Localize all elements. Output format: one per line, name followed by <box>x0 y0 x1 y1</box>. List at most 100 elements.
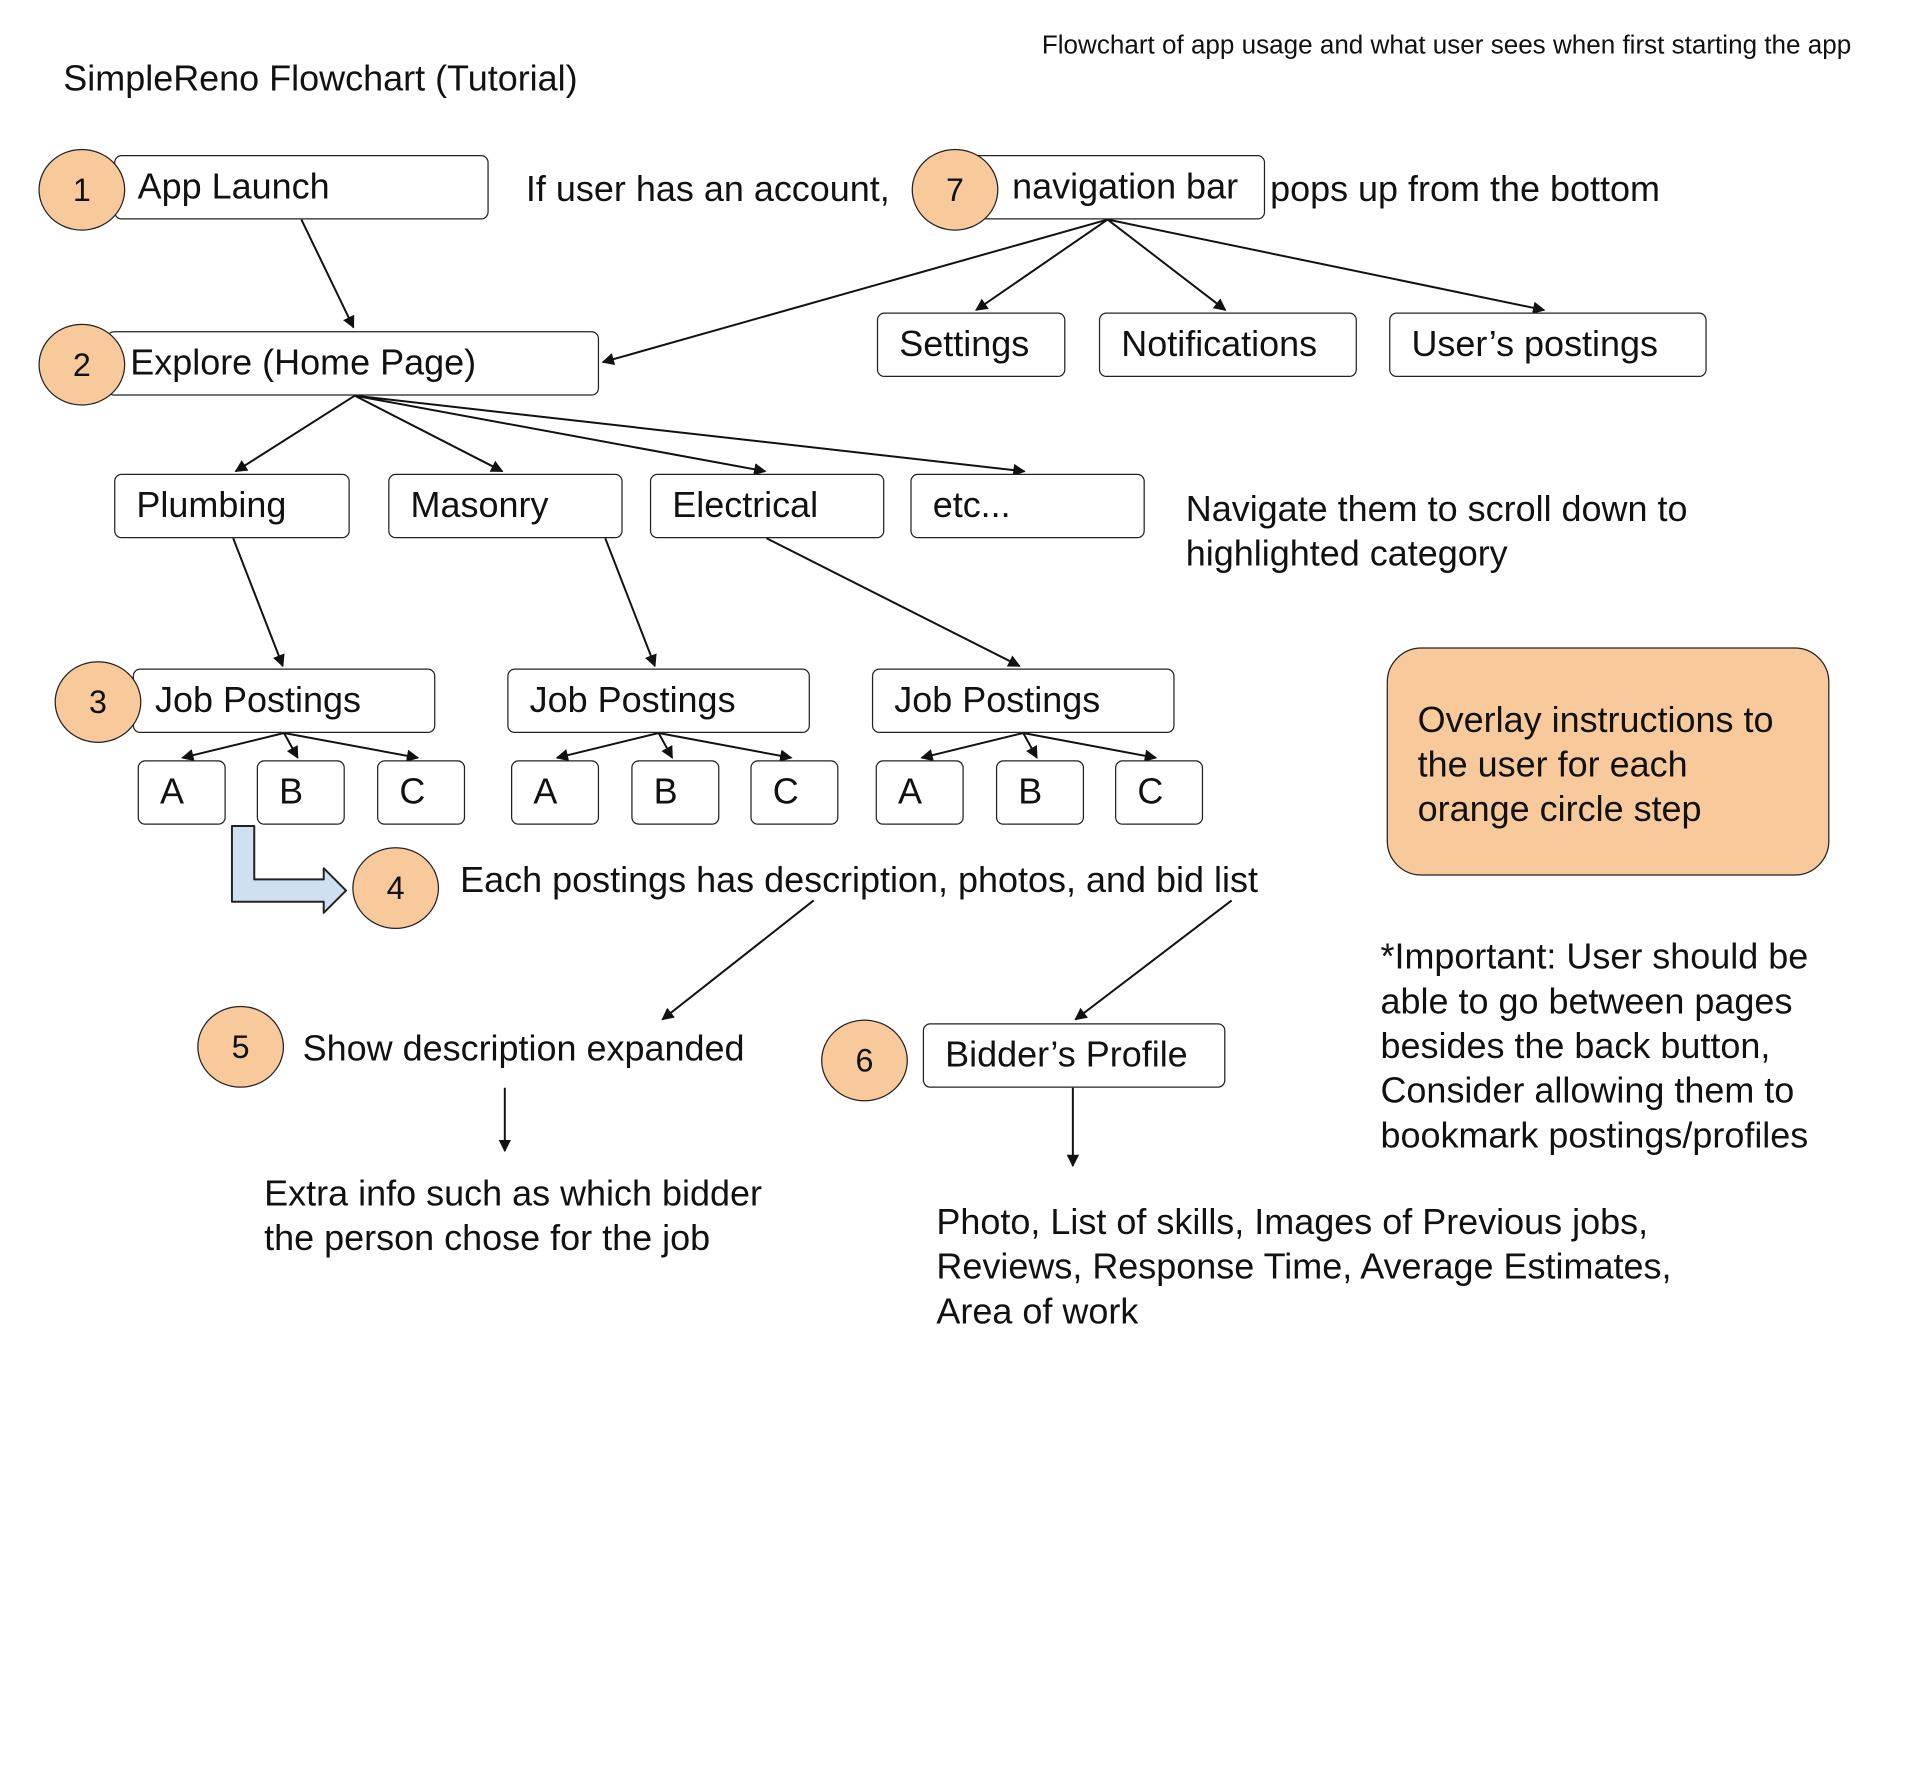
label-each-postings: Each postings has description, photos, a… <box>460 860 1258 901</box>
label-navigate: Navigate them to scroll down to highligh… <box>1186 487 1688 576</box>
label-profile-info: Photo, List of skills, Images of Previou… <box>936 1201 1671 1335</box>
connector-layer <box>181 218 1546 1168</box>
node-electrical-label: Electrical <box>672 485 819 526</box>
important-note: *Important: User should be able to go be… <box>1380 935 1808 1158</box>
label-extra-info-line-2: the person chose for the job <box>264 1219 711 1259</box>
arrow-plumbing-to-jobs <box>232 537 285 668</box>
node-plumbing-a: A <box>137 760 226 825</box>
overlay-note-line-2: the user for each <box>1417 745 1688 786</box>
overlay-note-line-3: orange circle step <box>1417 790 1702 830</box>
arrow-launch-to-explore <box>300 219 355 329</box>
node-explore-label: Explore (Home Page) <box>130 342 477 383</box>
node-electrical: Electrical <box>649 473 885 539</box>
label-extra-info: Extra info such as which bidder the pers… <box>264 1172 762 1261</box>
overlay-instructions-note: Overlay instructions to the user for eac… <box>1386 647 1830 876</box>
node-plumbing-b: B <box>256 760 345 825</box>
important-note-line-4: Consider allowing them to <box>1380 1071 1795 1112</box>
node-settings-label: Settings <box>899 324 1030 365</box>
node-job-postings-masonry: Job Postings <box>507 668 810 734</box>
arrow-explore-to-masonry <box>354 394 504 473</box>
node-notifications: Notifications <box>1098 312 1357 378</box>
node-explore: Explore (Home Page) <box>106 331 600 396</box>
label-profile-info-line-1: Photo, List of skills, Images of Previou… <box>936 1203 1649 1243</box>
arrow-nav-to-notifications <box>1106 218 1227 311</box>
arrow-jobs2-to-b <box>657 732 674 759</box>
arrow-explore-to-electrical <box>354 394 767 476</box>
node-users-postings-label: User’s postings <box>1411 324 1659 365</box>
step-circle-7: 7 <box>911 148 999 231</box>
node-job-postings-plumbing-label: Job Postings <box>155 680 361 720</box>
arrow-postings-to-bidder <box>1074 899 1233 1021</box>
label-navigate-line-2: highlighted category <box>1185 534 1508 575</box>
node-job-postings-plumbing: Job Postings <box>132 668 436 734</box>
node-etc-label: etc... <box>932 485 1011 526</box>
arrow-explore-to-plumbing <box>234 394 356 473</box>
node-settings: Settings <box>876 312 1066 378</box>
arrow-jobs2-to-a <box>555 732 659 762</box>
node-electrical-a-label: A <box>897 772 922 812</box>
node-masonry-c-label: C <box>772 772 799 812</box>
arrow-jobs1-to-c <box>283 732 420 762</box>
step-circle-3: 3 <box>54 661 142 743</box>
step-circle-6: 6 <box>821 1019 908 1102</box>
node-plumbing-a-label: A <box>159 772 184 812</box>
arrow-electrical-to-jobs <box>766 537 1021 667</box>
node-plumbing-c: C <box>377 760 466 825</box>
important-note-line-2: able to go between pages <box>1380 982 1793 1023</box>
node-bidders-profile: Bidder’s Profile <box>922 1023 1226 1088</box>
step-circle-5: 5 <box>197 1005 285 1088</box>
node-etc: etc... <box>910 473 1145 539</box>
flowchart-inner: SimpleReno Flowchart (Tutorial) Flowchar… <box>38 31 1852 1335</box>
node-masonry-label: Masonry <box>410 485 549 526</box>
node-plumbing-b-label: B <box>279 772 304 812</box>
block-arrow-to-step-4 <box>230 825 348 914</box>
node-masonry-a: A <box>511 760 600 825</box>
node-plumbing-c-label: C <box>399 772 426 812</box>
arrow-jobs1-to-b <box>283 732 299 759</box>
step-circle-1: 1 <box>38 148 126 231</box>
node-plumbing: Plumbing <box>114 473 350 539</box>
node-electrical-a: A <box>875 760 964 825</box>
arrow-postings-to-description <box>661 899 815 1021</box>
node-masonry: Masonry <box>388 473 623 539</box>
node-app-launch-label: App Launch <box>137 166 330 207</box>
node-masonry-a-label: A <box>533 772 558 812</box>
diagram-title: SimpleReno Flowchart (Tutorial) <box>63 59 578 100</box>
node-electrical-b: B <box>995 760 1085 825</box>
label-profile-info-line-2: Reviews, Response Time, Average Estimate… <box>936 1247 1672 1288</box>
important-note-line-1: *Important: User should be <box>1380 937 1809 978</box>
node-navigation-bar-label: navigation bar <box>1012 166 1239 207</box>
node-plumbing-label: Plumbing <box>136 485 287 526</box>
label-pops-up: pops up from the bottom <box>1270 169 1660 210</box>
node-masonry-c: C <box>750 760 839 825</box>
label-show-description: Show description expanded <box>302 1029 745 1070</box>
diagram-subtitle: Flowchart of app usage and what user see… <box>1041 31 1852 60</box>
node-masonry-b: B <box>631 760 720 825</box>
label-profile-info-line-3: Area of work <box>936 1292 1139 1333</box>
arrow-explore-to-etc <box>354 394 1026 477</box>
arrow-nav-to-users-postings <box>1107 218 1546 314</box>
node-job-postings-electrical: Job Postings <box>871 668 1175 734</box>
label-navigate-line-1: Navigate them to scroll down to <box>1185 489 1688 530</box>
arrow-jobs1-to-a <box>181 732 285 762</box>
node-electrical-c-label: C <box>1137 772 1164 812</box>
arrow-jobs3-to-c <box>1023 732 1158 762</box>
node-job-postings-electrical-label: Job Postings <box>894 680 1101 720</box>
arrow-nav-to-explore <box>601 218 1108 366</box>
arrow-nav-to-settings <box>975 218 1109 311</box>
important-note-line-5: bookmark postings/profiles <box>1380 1116 1809 1156</box>
node-notifications-label: Notifications <box>1121 324 1318 365</box>
node-navigation-bar: navigation bar <box>948 155 1266 220</box>
node-job-postings-masonry-label: Job Postings <box>529 680 736 720</box>
label-if-account: If user has an account, <box>525 169 890 210</box>
overlay-note-line-1: Overlay instructions to <box>1417 700 1774 741</box>
node-masonry-b-label: B <box>653 772 678 812</box>
node-app-launch: App Launch <box>114 155 489 220</box>
label-extra-info-line-1: Extra info such as which bidder <box>264 1174 763 1215</box>
important-note-line-3: besides the back button, <box>1380 1026 1771 1067</box>
arrow-jobs2-to-c <box>658 732 793 762</box>
step-circle-4: 4 <box>352 847 440 929</box>
node-bidders-profile-label: Bidder’s Profile <box>945 1035 1188 1075</box>
node-electrical-b-label: B <box>1018 772 1043 812</box>
